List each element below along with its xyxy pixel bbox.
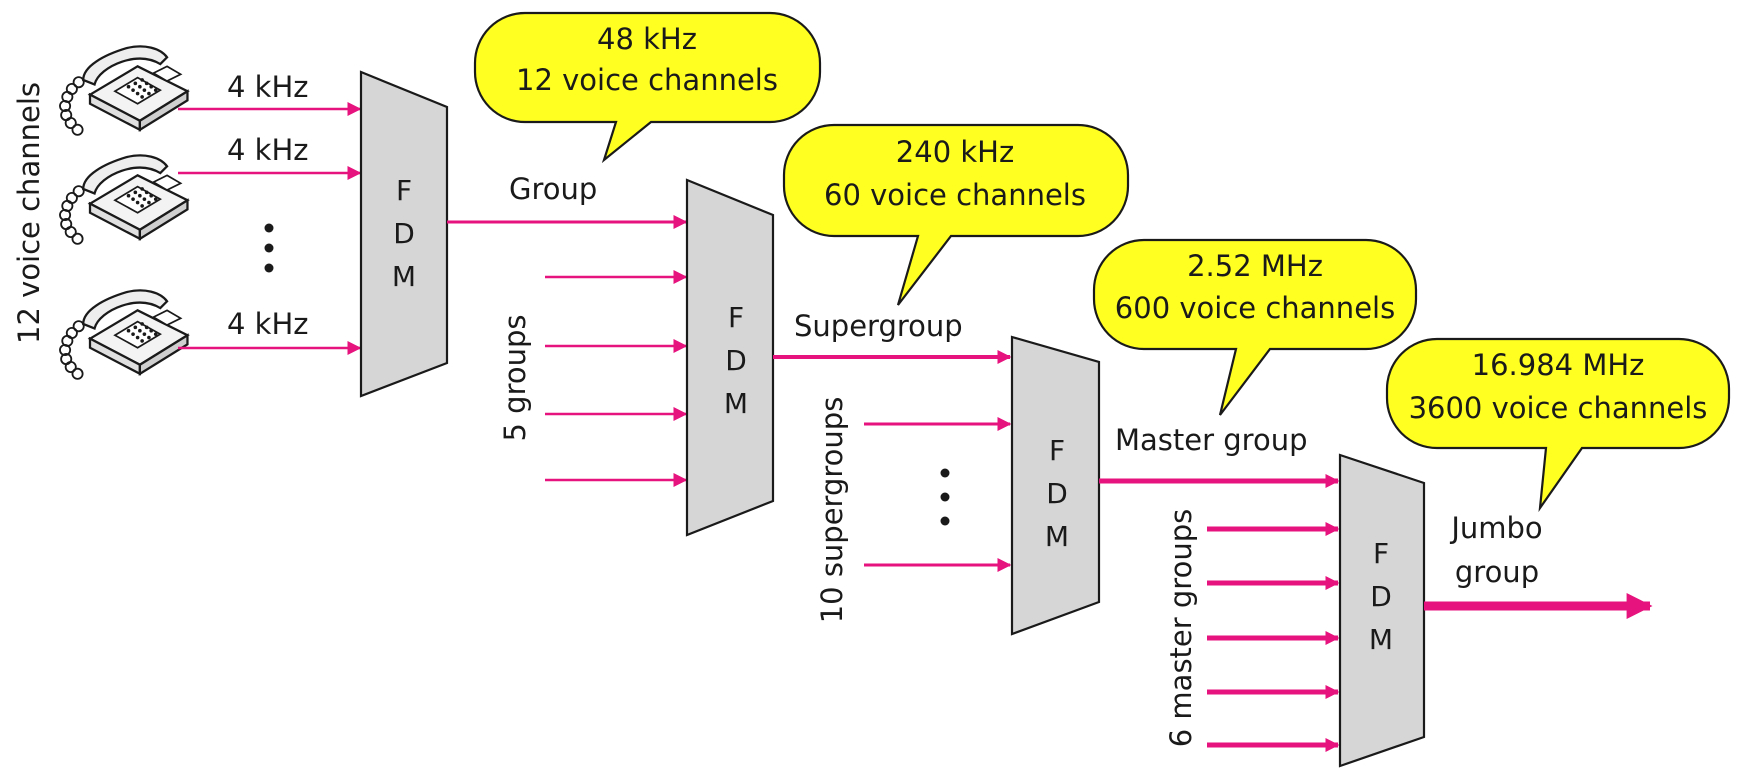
jumbo-group-input-label: 6 master groups: [1164, 509, 1198, 748]
jumbo-group-label: Jumbo: [1449, 511, 1542, 545]
master-group-channel-count: 600 voice channels: [1115, 291, 1395, 325]
vertical-ellipsis-icon: [264, 223, 274, 273]
fdm-label-letter: M: [392, 260, 416, 293]
telephone-icon: [58, 154, 189, 246]
telephone-icon: [58, 289, 189, 381]
vertical-ellipsis-icon: [940, 468, 950, 526]
supergroup-channel-count: 60 voice channels: [824, 178, 1086, 212]
supergroup-label: Supergroup: [794, 309, 963, 343]
input-side-label: 12 voice channels: [12, 82, 46, 344]
supergroup-bandwidth: 240 kHz: [896, 135, 1014, 169]
fdm-label-letter: F: [728, 301, 744, 334]
channel-label: 4 kHz: [227, 70, 309, 104]
fdm-label-letter: M: [724, 387, 748, 420]
master-group-callout: 2.52 MHz 600 voice channels: [1092, 238, 1418, 416]
telephone-icon: [58, 45, 189, 137]
fdm-multiplexer-2: [685, 178, 775, 537]
fdm-multiplexer-4: [1338, 453, 1426, 768]
master-group-input-label: 10 supergroups: [815, 397, 849, 624]
supergroup-input-label: 5 groups: [498, 314, 532, 441]
fdm-label-letter: F: [396, 174, 412, 207]
jumbo-group-bandwidth: 16.984 MHz: [1472, 348, 1645, 382]
fdm-multiplexer-1: [359, 70, 449, 398]
channel-label: 4 kHz: [227, 133, 309, 167]
master-group-bandwidth: 2.52 MHz: [1187, 249, 1323, 283]
fdm-multiplexer-3: [1010, 335, 1101, 636]
group-channel-count: 12 voice channels: [516, 63, 778, 97]
fdm-label-letter: M: [1369, 623, 1393, 656]
master-group-label: Master group: [1115, 423, 1307, 457]
jumbo-group-channel-count: 3600 voice channels: [1409, 391, 1708, 425]
fdm-label-letter: F: [1373, 537, 1389, 570]
jumbo-group-label: group: [1455, 555, 1539, 589]
fdm-label-letter: F: [1049, 434, 1065, 467]
group-bandwidth: 48 kHz: [597, 22, 697, 56]
channel-label: 4 kHz: [227, 307, 309, 341]
fdm-label-letter: D: [1046, 477, 1068, 510]
fdm-label-letter: D: [725, 344, 747, 377]
fdm-label-letter: M: [1045, 520, 1069, 553]
fdm-label-letter: D: [1370, 580, 1392, 613]
group-callout: 48 kHz 12 voice channels: [473, 11, 822, 164]
group-label: Group: [509, 172, 597, 206]
jumbo-group-callout: 16.984 MHz 3600 voice channels: [1385, 337, 1731, 513]
fdm-label-letter: D: [393, 217, 415, 250]
supergroup-callout: 240 kHz 60 voice channels: [782, 123, 1130, 306]
